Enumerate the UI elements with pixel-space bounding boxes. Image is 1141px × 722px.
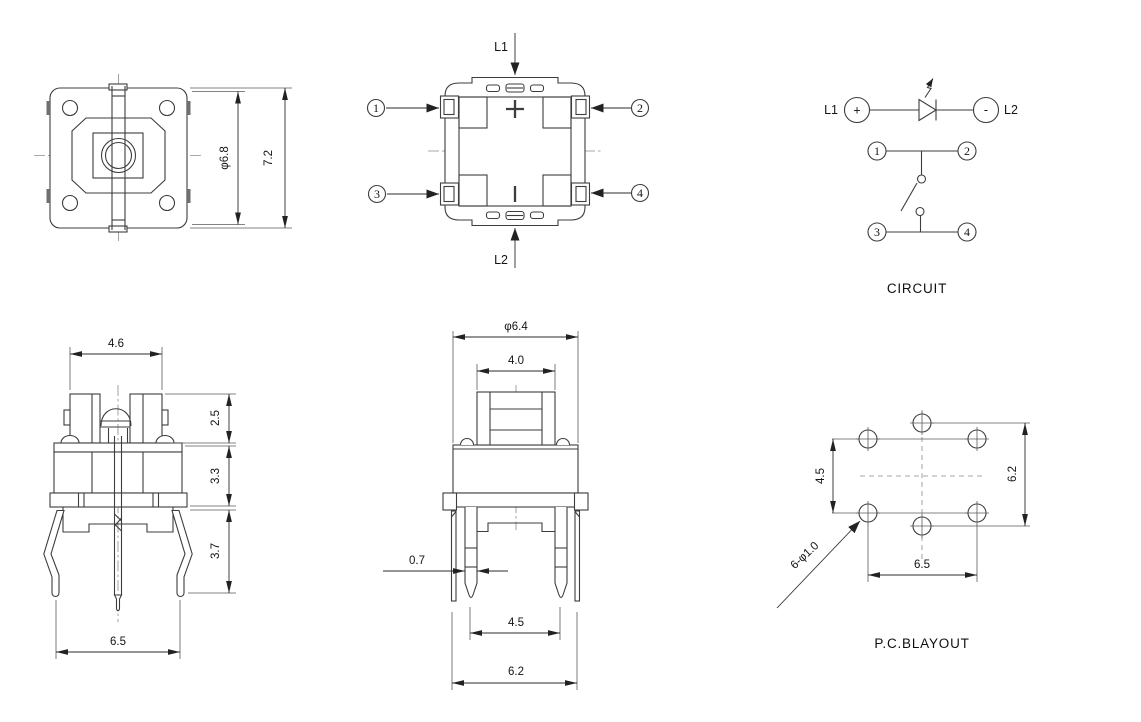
- circuit-lead-right-label: L2: [1004, 103, 1018, 117]
- pcb-hole: [965, 427, 989, 451]
- circuit-pin1-label: 1: [874, 144, 880, 158]
- pcb-hole: [856, 501, 880, 525]
- pcb-col-pitch-dim: 6.5: [914, 559, 930, 571]
- front-lead-length-dim: 3.7: [210, 543, 222, 559]
- terminal-view: L1 L2 1 2 3 4: [366, 33, 650, 268]
- pcb-layout-title: P.C.BLAYOUT: [874, 636, 969, 651]
- top-view-diameter-dim: φ6.8: [219, 146, 231, 169]
- terminal-pin1-label: 1: [373, 101, 379, 115]
- circuit-lead-left-label: L1: [824, 103, 838, 117]
- circuit-positive-label: +: [853, 104, 860, 118]
- led-symbol-icon: [918, 98, 938, 122]
- side-pin-pitch-dim: 4.5: [508, 617, 524, 629]
- terminal-lead-bottom-label: L2: [494, 253, 508, 267]
- front-cap-height-dim: 2.5: [210, 410, 222, 426]
- circuit-pin4-label: 4: [964, 225, 970, 239]
- front-view: 4.6 2.5 3.3 3.7 6.5: [43, 338, 236, 659]
- side-view: φ6.4 4.0 0.7 4.5 6.2: [383, 321, 589, 690]
- circuit-pin2-label: 2: [964, 144, 970, 158]
- front-body-height-dim: 3.3: [210, 468, 222, 484]
- top-view: φ6.8 7.2: [34, 74, 292, 242]
- terminal-lead-top-label: L1: [494, 40, 508, 54]
- circuit-negative-label: -: [984, 103, 988, 117]
- front-top-width-dim: 4.6: [108, 338, 124, 350]
- pcb-hole: [910, 514, 934, 538]
- pcb-hole: [965, 501, 989, 525]
- led-light-arrow-icon: [924, 78, 934, 98]
- pcb-row-pitch-dim: 4.5: [815, 468, 827, 484]
- pcb-hole: [910, 411, 934, 435]
- circuit-diagram: L1 L2 + - 1 2 3 4 CIRCUIT: [824, 78, 1018, 296]
- side-base-width-dim: 6.2: [508, 666, 524, 678]
- side-diameter-dim: φ6.4: [504, 321, 528, 333]
- side-button-width-dim: 4.0: [508, 355, 524, 367]
- top-view-height-dim: 7.2: [263, 150, 275, 166]
- pcb-hole: [856, 427, 880, 451]
- pcb-layout: 4.5 6.2 6.5 6-φ1.0 P.C.BLAYOUT: [776, 410, 1030, 651]
- terminal-pin2-label: 2: [637, 101, 643, 115]
- pcb-lamp-pitch-dim: 6.2: [1007, 466, 1019, 482]
- terminal-pin4-label: 4: [637, 186, 643, 200]
- circuit-pin3-label: 3: [874, 225, 880, 239]
- terminal-pin3-label: 3: [374, 187, 380, 201]
- side-pin-width-dim: 0.7: [409, 555, 425, 567]
- front-lead-span-dim: 6.5: [110, 636, 126, 648]
- circuit-title: CIRCUIT: [887, 281, 947, 296]
